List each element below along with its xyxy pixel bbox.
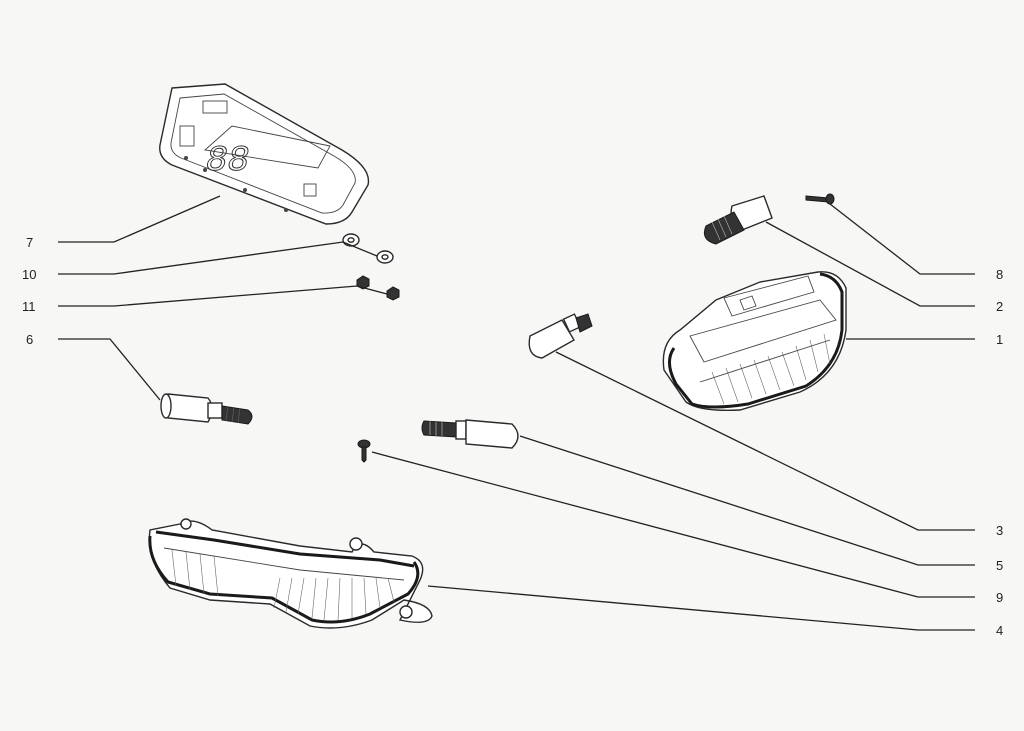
leader-5 xyxy=(519,435,975,566)
callout-10: 10 xyxy=(22,267,36,282)
screw-icon xyxy=(357,439,371,463)
leader-9 xyxy=(371,451,975,598)
callout-1: 1 xyxy=(996,332,1003,347)
callout-6: 6 xyxy=(26,332,33,347)
svg-text:88: 88 xyxy=(202,140,254,181)
rear-lamp-icon xyxy=(148,518,433,629)
leader-2 xyxy=(765,221,975,307)
callout-7: 7 xyxy=(26,235,33,250)
callout-11: 11 xyxy=(22,299,36,314)
callout-2: 2 xyxy=(996,299,1003,314)
leader-8 xyxy=(829,203,975,275)
leader-6 xyxy=(58,338,161,401)
callout-3: 3 xyxy=(996,523,1003,538)
washer-icon xyxy=(342,233,394,264)
bulb-socket-icon xyxy=(703,195,773,245)
leader-7 xyxy=(58,195,221,243)
callout-8: 8 xyxy=(996,267,1003,282)
leader-3 xyxy=(555,351,975,531)
bulb-icon xyxy=(160,393,253,425)
callout-9: 9 xyxy=(996,590,1003,605)
leader-11 xyxy=(58,285,388,307)
leader-10 xyxy=(58,241,378,275)
headlight-housing-icon xyxy=(662,271,847,412)
callout-4: 4 xyxy=(996,623,1003,638)
bulb-icon xyxy=(528,313,593,359)
callout-5: 5 xyxy=(996,558,1003,573)
screw-icon xyxy=(805,193,835,205)
leader-4 xyxy=(427,585,975,631)
callout-labels: 7 10 11 6 8 2 1 3 5 9 4 xyxy=(22,235,1003,638)
leader-lines xyxy=(58,195,975,631)
instrument-cluster-icon: 88 xyxy=(159,83,370,225)
bulb-icon xyxy=(421,419,519,449)
